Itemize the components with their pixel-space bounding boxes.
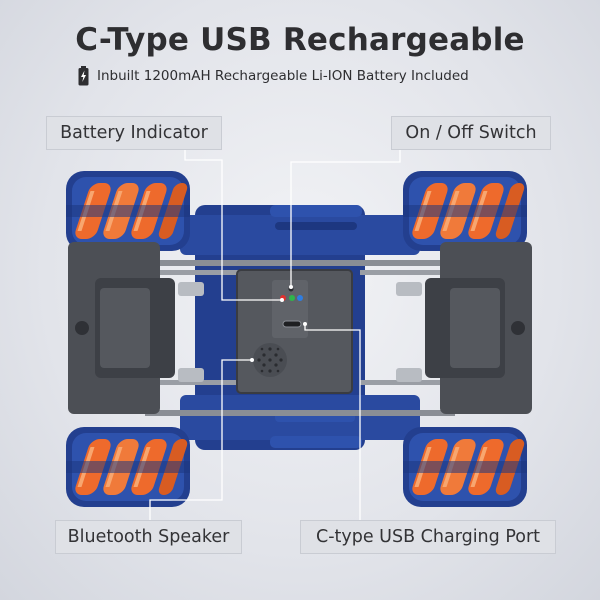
- suspension-arms: [160, 270, 440, 385]
- charging-port-label: C-type USB Charging Port: [300, 520, 556, 554]
- battery-indicator-label: Battery Indicator: [46, 116, 222, 150]
- bluetooth-speaker-label: Bluetooth Speaker: [55, 520, 242, 554]
- leader-lines: [149, 147, 401, 520]
- usb-c-port[interactable]: [282, 320, 302, 328]
- springs: [178, 282, 422, 382]
- battery-compartment: [236, 269, 353, 394]
- wheel-front-right: [403, 171, 527, 251]
- front-axle: [145, 260, 455, 266]
- wheel-rear-right: [403, 427, 527, 507]
- battery-led-green: [289, 295, 295, 301]
- wheel-front-left: [66, 171, 190, 251]
- on-off-switch-label: On / Off Switch: [391, 116, 551, 150]
- left-motor-housing: [68, 242, 175, 414]
- speaker-grille: [253, 343, 287, 377]
- right-motor-housing: [425, 242, 532, 414]
- battery-description: Inbuilt 1200mAH Rechargeable Li-ION Batt…: [97, 68, 469, 84]
- wheel-rear-left: [66, 427, 190, 507]
- page-title: C-Type USB Rechargeable: [75, 22, 525, 58]
- rear-axle: [145, 410, 455, 416]
- battery-led-blue: [297, 295, 303, 301]
- battery-charging-icon: [78, 66, 89, 86]
- subtitle-row: Inbuilt 1200mAH Rechargeable Li-ION Batt…: [78, 66, 469, 86]
